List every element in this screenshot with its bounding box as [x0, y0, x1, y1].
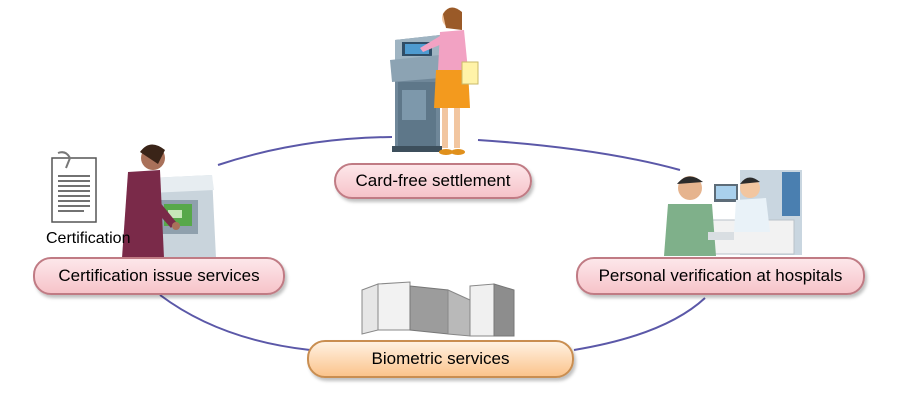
- service-ring: [159, 136, 706, 351]
- hospital-reception-icon: [664, 170, 802, 256]
- biometric-building-icon: [361, 281, 515, 337]
- biometric-services-pill: Biometric services: [307, 340, 574, 378]
- personal-verification-hospitals-pill: Personal verification at hospitals: [576, 257, 865, 295]
- woman-shopper-icon: [420, 7, 479, 155]
- certificate-document-icon: [51, 151, 97, 223]
- document-label: Certification: [46, 230, 131, 247]
- atm-kiosk-icon: [390, 35, 442, 152]
- certification-issue-services-pill: Certification issue services: [33, 257, 285, 295]
- card-free-settlement-pill: Card-free settlement: [334, 163, 532, 199]
- terminal-user-icon: [122, 144, 216, 258]
